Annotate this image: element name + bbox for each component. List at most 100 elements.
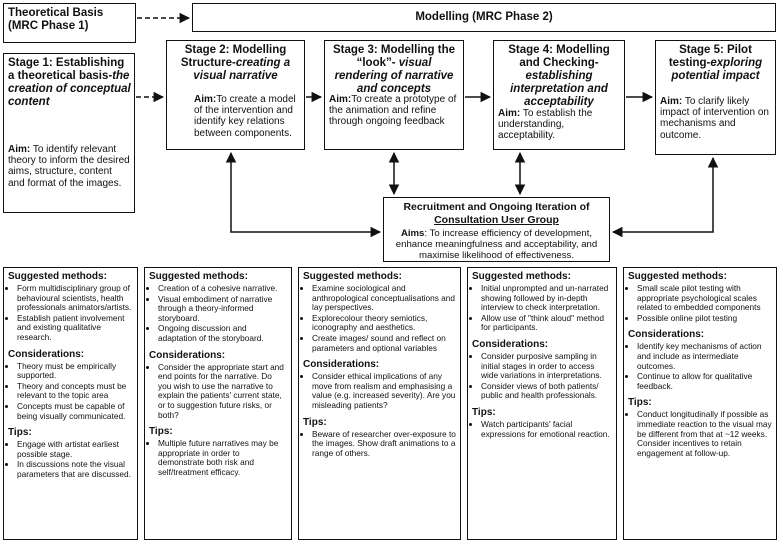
column5-methods-heading: Suggested methods:: [628, 271, 727, 282]
column-stage2: Suggested methods: Creation of a cohesiv…: [144, 267, 292, 540]
stage2-title-main: Stage 2: Modelling Structure-: [180, 44, 287, 69]
column4-methods-list: Initial unprompted and un-narrated showi…: [472, 283, 612, 333]
stage3-aim: Aim:To create a prototype of the animati…: [329, 94, 459, 128]
stage5-recruitment-arrow: [611, 156, 719, 238]
column5-considerations-heading: Considerations:: [628, 329, 705, 341]
column2-tips-heading: Tips:: [149, 426, 173, 438]
stage5-aim-text: To clarify likely impact of intervention…: [660, 96, 769, 141]
recruitment-aims-label: Aims: [400, 228, 425, 239]
list-item: Possible online pilot testing: [637, 313, 772, 324]
stage3-box: Stage 3: Modelling the “look”- visual re…: [324, 40, 464, 150]
stage4-aim: Aim: To establish the understanding, acc…: [498, 108, 620, 142]
theoretical-basis-title: Theoretical Basis (MRC Phase 1): [8, 7, 104, 32]
column-stage5: Suggested methods: Small scale pilot tes…: [623, 267, 777, 540]
column2-methods-list: Creation of a cohesive narrative. Visual…: [149, 283, 287, 344]
column3-methods-heading: Suggested methods:: [303, 271, 402, 282]
column4-tips-list: Watch participants' facial expressions f…: [472, 419, 612, 439]
list-item: Ongoing discussion and adaptation of the…: [158, 324, 287, 343]
list-item: Explorecolour theory semiotics, iconogra…: [312, 313, 456, 333]
column2-methods-heading: Suggested methods:: [149, 271, 248, 282]
column2-considerations-list: Consider the appropriate start and end p…: [149, 362, 287, 421]
recruitment-title: Recruitment and Ongoing Iteration of: [403, 201, 590, 213]
list-item: Form multidisciplinary group of behaviou…: [17, 283, 133, 313]
stage2-aim-text: To create a model of the intervention an…: [194, 94, 296, 139]
stage1-aim-text: To identify relevant theory to inform th…: [8, 144, 130, 189]
stage5-aim: Aim: To clarify likely impact of interve…: [660, 96, 772, 141]
stage1-aim-label: Aim:: [8, 144, 31, 155]
stage1-title: Stage 1: Establishing a theoretical basi…: [8, 57, 131, 109]
stage3-title-main: Stage 3: Modelling the “look”-: [332, 44, 456, 69]
list-item: Examine sociological and anthropological…: [312, 283, 456, 313]
stage5-title: Stage 5: Pilot testing-exploring potenti…: [656, 44, 775, 83]
list-item: Creation of a cohesive narrative.: [158, 283, 287, 294]
stage4-title-sub: establishing interpretation and acceptab…: [510, 70, 608, 108]
list-item: Allow use of "think aloud" method for pa…: [481, 313, 612, 333]
column4-considerations-list: Consider purposive sampling in initial s…: [472, 351, 612, 401]
column1-methods-list: Form multidisciplinary group of behaviou…: [8, 283, 133, 343]
list-item: Beware of researcher over-exposure to th…: [312, 429, 456, 459]
list-item: Engage with artistat earliest possible s…: [17, 439, 133, 459]
list-item: Multiple future narratives may be approp…: [158, 438, 287, 477]
list-item: Theory must be empirically supported.: [17, 361, 133, 381]
stage4-aim-text: To establish the understanding, acceptab…: [498, 108, 593, 142]
stage5-title-main: Stage 5: Pilot testing-: [668, 44, 752, 69]
modelling-banner-title: Modelling (MRC Phase 2): [415, 11, 553, 23]
stage5-box: Stage 5: Pilot testing-exploring potenti…: [655, 40, 776, 155]
stage1-title-sub: the creation of conceptual content: [8, 70, 131, 108]
stage4-box: Stage 4: Modelling and Checking-establis…: [493, 40, 625, 150]
stage2-box: Stage 2: Modelling Structure-creating a …: [166, 40, 305, 150]
column1-considerations-heading: Considerations:: [8, 348, 85, 360]
stage3-title: Stage 3: Modelling the “look”- visual re…: [325, 44, 463, 96]
column5-tips-list: Conduct longitudinally if possible as im…: [628, 410, 772, 458]
column4-tips-heading: Tips:: [472, 406, 496, 418]
column5-considerations-list: Identify key mechanisms of action and in…: [628, 342, 772, 391]
stage5-title-sub: exploring potential impact: [671, 57, 763, 82]
column-stage4: Suggested methods: Initial unprompted an…: [467, 267, 617, 540]
column5-methods-list: Small scale pilot testing with appropria…: [628, 283, 772, 324]
stage3-aim-label: Aim:: [329, 94, 352, 105]
recruitment-subtitle: Consultation User Group: [434, 214, 559, 226]
list-item: Identify key mechanisms of action and in…: [637, 342, 772, 371]
stage4-title: Stage 4: Modelling and Checking-establis…: [494, 44, 624, 109]
column1-methods-heading: Suggested methods:: [8, 271, 107, 282]
theoretical-basis-box: Theoretical Basis (MRC Phase 1): [3, 3, 136, 43]
column3-considerations-list: Consider ethical implications of any mov…: [303, 371, 456, 410]
column2-considerations-heading: Considerations:: [149, 349, 226, 361]
stage1-aim: Aim: To identify relevant theory to info…: [8, 144, 131, 189]
list-item: Consider views of both patients/ public …: [481, 381, 612, 401]
stage2-recruitment-arrow: [225, 151, 382, 238]
list-item: Initial unprompted and un-narrated showi…: [481, 283, 612, 313]
list-item: Watch participants' facial expressions f…: [481, 419, 612, 439]
recruitment-box: Recruitment and Ongoing Iteration of Con…: [383, 197, 610, 262]
column1-tips-heading: Tips:: [8, 427, 32, 439]
stage3-aim-text: To create a prototype of the animation a…: [329, 94, 457, 128]
stage2-aim: Aim:To create a model of the interventio…: [194, 94, 301, 139]
list-item: Visual embodiment of narrative through a…: [158, 294, 287, 324]
stage1-title-main: Stage 1: Establishing a theoretical basi…: [8, 57, 125, 82]
modelling-banner: Modelling (MRC Phase 2): [192, 3, 776, 32]
stage5-aim-label: Aim:: [660, 96, 683, 107]
list-item: In discussions note the visual parameter…: [17, 459, 133, 479]
column1-tips-list: Engage with artistat earliest possible s…: [8, 439, 133, 479]
list-item: Conduct longitudinally if possible as im…: [637, 410, 772, 458]
column4-methods-heading: Suggested methods:: [472, 271, 571, 282]
column4-considerations-heading: Considerations:: [472, 338, 549, 350]
list-item: Consider purposive sampling in initial s…: [481, 351, 612, 381]
column2-tips-list: Multiple future narratives may be approp…: [149, 438, 287, 477]
column5-tips-heading: Tips:: [628, 397, 652, 409]
stage2-title: Stage 2: Modelling Structure-creating a …: [167, 44, 304, 83]
stage3-title-sub: visual rendering of narrative and concep…: [334, 57, 454, 95]
column3-methods-list: Examine sociological and anthropological…: [303, 283, 456, 353]
stage1-box: Stage 1: Establishing a theoretical basi…: [3, 53, 135, 213]
recruitment-aims: Aims: To increase efficiency of developm…: [389, 228, 604, 261]
column1-considerations-list: Theory must be empirically supported. Th…: [8, 361, 133, 422]
list-item: Small scale pilot testing with appropria…: [637, 283, 772, 313]
list-item: Consider ethical implications of any mov…: [312, 371, 456, 410]
list-item: Concepts must be capable of being visual…: [17, 401, 133, 421]
list-item: Establish patient involvement and existi…: [17, 313, 133, 343]
stage4-title-main: Stage 4: Modelling and Checking-: [508, 44, 610, 69]
list-item: Theory and concepts must be relevant to …: [17, 381, 133, 401]
stage4-aim-label: Aim:: [498, 108, 521, 119]
stage2-aim-label: Aim:: [194, 94, 217, 105]
column3-tips-list: Beware of researcher over-exposure to th…: [303, 429, 456, 459]
